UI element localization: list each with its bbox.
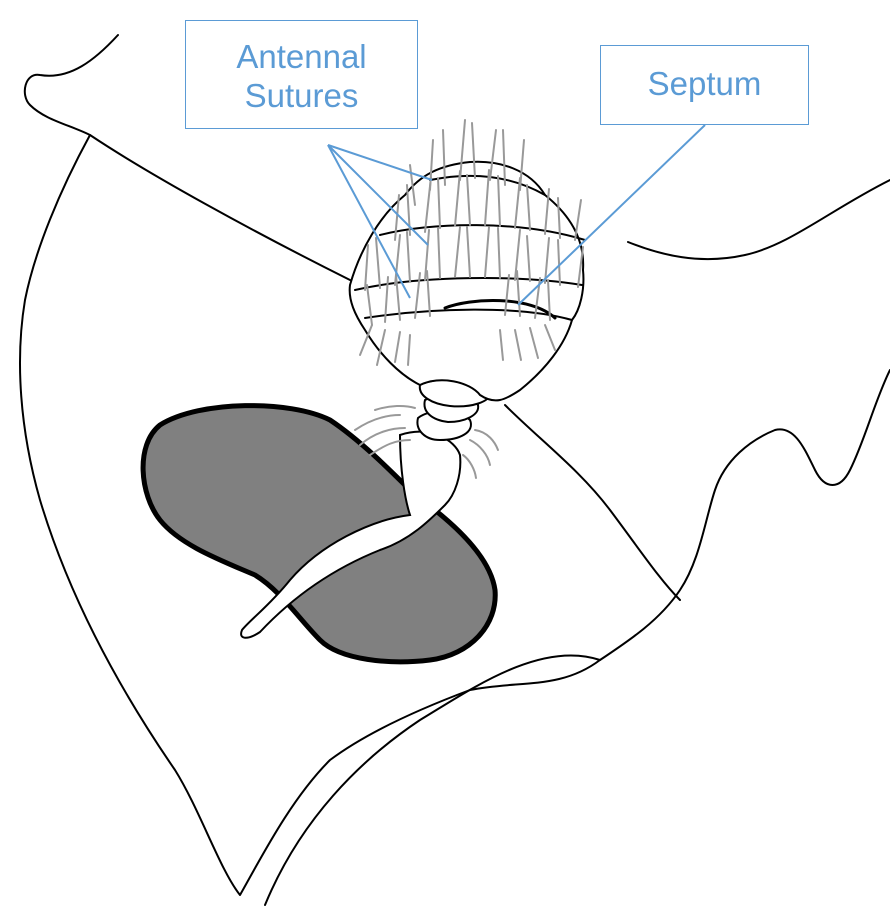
antennal-sutures-label-line1: Antennal: [186, 37, 417, 76]
frons-ridge-right: [505, 405, 680, 600]
head-upper-right-edge: [628, 180, 890, 259]
antennal-sutures-label-line2: Sutures: [186, 76, 417, 115]
antennal-sutures-label: Antennal Sutures: [185, 20, 418, 129]
septum-label: Septum: [600, 45, 809, 125]
frons-ridge-left: [90, 135, 350, 280]
lower-face-line: [265, 655, 600, 905]
septum-label-text: Septum: [601, 64, 808, 103]
